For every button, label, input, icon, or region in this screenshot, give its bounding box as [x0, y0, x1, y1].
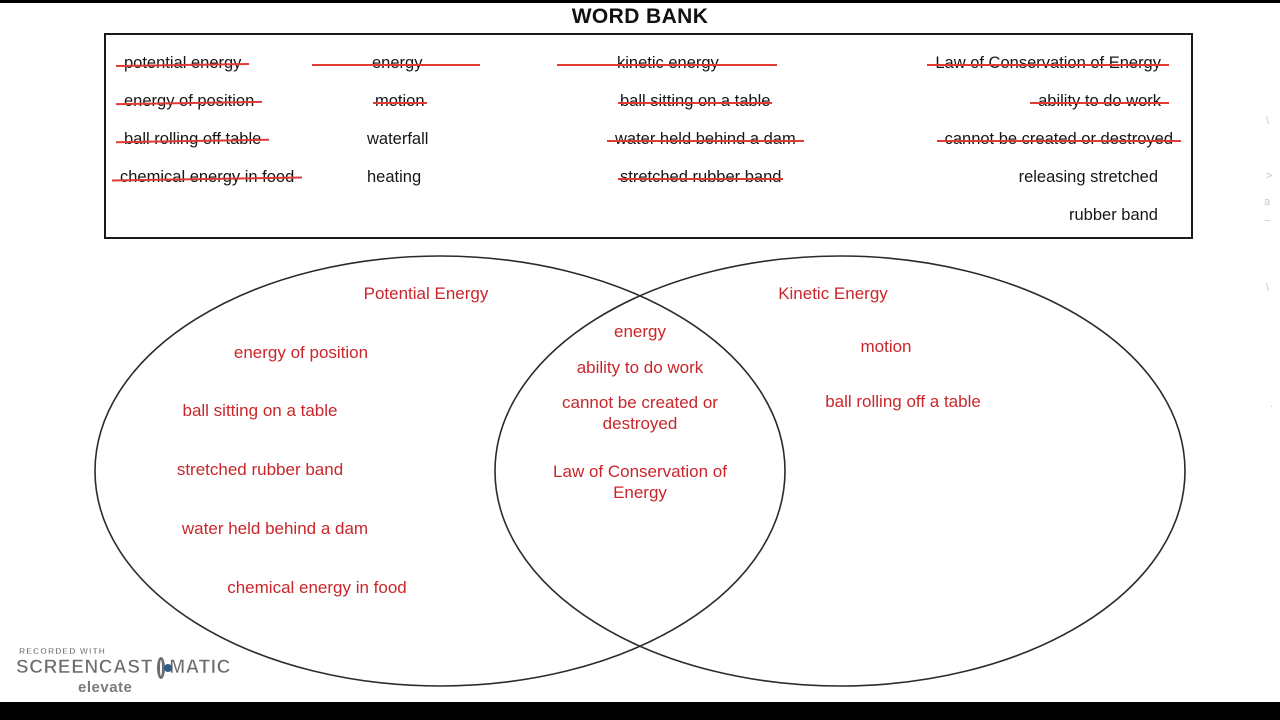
letterbox-bar-bottom — [0, 702, 1280, 720]
venn-left-item-1: ball sitting on a table — [182, 401, 338, 420]
venn-ellipse-left — [94, 255, 786, 687]
word-bank-item-energy[interactable]: energy — [311, 54, 482, 72]
word-bank-item-potential-energy[interactable]: potential energy — [124, 54, 242, 72]
venn-overlap-item-1: ability to do work — [576, 358, 704, 377]
watermark-brand-left: SCREENCAST — [16, 657, 153, 679]
venn-right-item-0: motion — [860, 337, 912, 356]
word-bank-item-cannot-be-created-or-destroyed[interactable]: cannot be created or destroyed — [936, 130, 1182, 148]
watermark-recorded-with: RECORDED WITH — [19, 646, 107, 656]
venn-right-title: Kinetic Energy — [778, 284, 888, 303]
edge-artifact-1: \ — [1266, 115, 1270, 127]
venn-outlines — [94, 255, 1186, 687]
venn-left-item-0: energy of position — [233, 343, 369, 362]
edge-artifact-6: . — [1270, 398, 1274, 410]
word-bank-item-ability-to-do-work[interactable]: ability to do work — [1030, 92, 1169, 110]
venn-left-item-4: chemical energy in food — [227, 578, 407, 597]
edge-artifact-5: \ — [1266, 282, 1270, 294]
venn-overlap-item-0: energy — [614, 322, 666, 341]
word-bank-item-kinetic-energy[interactable]: kinetic energy — [557, 54, 777, 72]
edge-artifact-3: a — [1264, 196, 1271, 208]
venn-left-item-3: water held behind a dam — [181, 519, 369, 538]
watermark-record-dot-icon — [156, 657, 173, 679]
word-bank-box: potential energy energy of position ball… — [104, 33, 1193, 239]
word-bank-item-law-of-conservation-of-energy[interactable]: Law of Conservation of Energy — [927, 54, 1169, 72]
word-bank-item-waterfall[interactable]: waterfall — [367, 130, 429, 148]
venn-left-title: Potential Energy — [363, 284, 489, 303]
watermark-brand: SCREENCAST MATIC — [16, 657, 231, 679]
watermark-brand-right: MATIC — [169, 657, 231, 679]
venn-ellipse-right — [494, 255, 1186, 687]
venn-right-item-1: ball rolling off a table — [825, 392, 981, 411]
edge-artifact-4: − — [1264, 215, 1271, 227]
word-bank-item-energy-of-position[interactable]: energy of position — [124, 92, 255, 110]
venn-left-item-2: stretched rubber band — [176, 460, 344, 479]
word-bank-item-releasing-stretched[interactable]: releasing stretched — [1018, 168, 1158, 186]
word-bank-item-motion[interactable]: motion — [373, 92, 427, 110]
word-bank-item-ball-rolling-off-table[interactable]: ball rolling off table — [124, 130, 262, 148]
word-bank-item-ball-sitting-on-a-table[interactable]: ball sitting on a table — [617, 92, 773, 110]
edge-artifact-2: > — [1266, 170, 1273, 182]
word-bank-item-rubber-band[interactable]: rubber band — [1069, 206, 1158, 224]
venn-overlap-item-2: cannot be created or destroyed — [562, 393, 718, 433]
word-bank-item-heating[interactable]: heating — [367, 168, 422, 186]
page-title: WORD BANK — [571, 5, 709, 28]
word-bank-item-water-held-behind-a-dam[interactable]: water held behind a dam — [607, 130, 804, 148]
watermark-subtext: elevate — [78, 679, 133, 696]
venn-overlap-item-3: Law of Conservation of Energy — [553, 462, 727, 502]
word-bank-item-stretched-rubber-band[interactable]: stretched rubber band — [617, 168, 784, 186]
venn-diagram: Potential Energy energy of position ball… — [0, 248, 1280, 703]
word-bank-item-chemical-energy-in-food[interactable]: chemical energy in food — [120, 168, 295, 186]
letterbox-bar-top — [0, 0, 1280, 3]
screencast-o-matic-watermark: RECORDED WITH SCREENCAST MATIC elevate — [16, 646, 231, 702]
